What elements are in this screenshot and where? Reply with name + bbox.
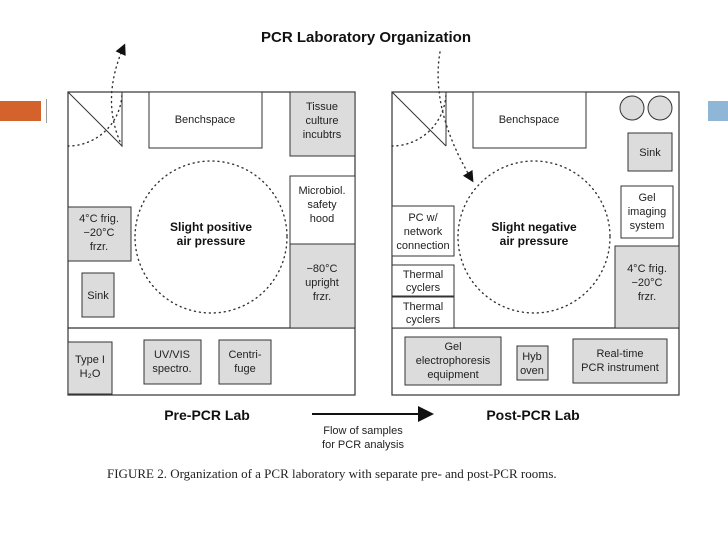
post-gelimg-l1: Gel [638, 192, 655, 204]
post-realtime-pcr [572, 338, 668, 384]
post-gelel-l3: equipment [427, 369, 478, 381]
post-gelel-l2: electrophoresis [416, 355, 491, 367]
pre-sink-label: Sink [87, 290, 109, 302]
pre-benchspace-label: Benchspace [175, 114, 236, 126]
pre-benchspace [148, 91, 263, 149]
pre-frig-l3: frzr. [90, 241, 108, 253]
pre-water-l1: Type I [75, 354, 105, 366]
post-hyb-l2: oven [520, 365, 544, 377]
pre-tissue-l3: incubtrs [303, 129, 342, 141]
post-gelimg-l3: system [630, 220, 665, 232]
pre-safety-hood [289, 175, 356, 245]
pre-sink [81, 272, 115, 318]
post-circle-2 [647, 95, 673, 121]
post-thermal-cyclers-2 [391, 296, 455, 329]
flow-label-l2: for PCR analysis [322, 439, 404, 451]
post-sink [627, 132, 673, 172]
left-accent-bar [0, 101, 41, 121]
post-hyb-l1: Hyb [522, 351, 542, 363]
post-benchspace-label: Benchspace [499, 114, 560, 126]
post-fridge-freezer [614, 245, 680, 329]
post-gelimg-l2: imaging [628, 206, 667, 218]
post-thermal1-l1: Thermal [403, 269, 443, 281]
accent-divider [46, 99, 47, 123]
pre-pressure-line1: Slight positive [170, 220, 252, 234]
post-sink-label: Sink [639, 147, 661, 159]
pre-frig-l2: −20°C [83, 227, 114, 239]
post-thermal2-l2: cyclers [406, 314, 441, 326]
post-lab-title: Post-PCR Lab [486, 407, 579, 423]
pre-upright-l1: −80°C [306, 263, 337, 275]
pre-centrifuge [218, 339, 272, 385]
pre-uvvis [143, 339, 202, 385]
pre-hood-l3: hood [310, 213, 334, 225]
post-frig-l1: 4°C frig. [627, 263, 667, 275]
post-thermal-cyclers-1 [391, 264, 455, 297]
post-gel-imaging [620, 185, 674, 239]
pre-hood-l2: safety [307, 199, 337, 211]
post-gelel-l1: Gel [444, 341, 461, 353]
pre-centrifuge-l1: Centri- [228, 349, 261, 361]
pre-hood-l1: Microbiol. [298, 185, 345, 197]
post-realtime-l1: Real-time [596, 348, 643, 360]
post-pcr-room: Slight negative air pressure Benchspace … [391, 51, 680, 396]
pre-upright-l3: frzr. [313, 291, 331, 303]
post-thermal2-l1: Thermal [403, 301, 443, 313]
pre-pcr-room: Slight positive air pressure Benchspace … [67, 43, 356, 396]
pre-lab-title: Pre-PCR Lab [164, 407, 250, 423]
post-pc-l1: PC w/ [408, 212, 438, 224]
post-door [391, 51, 474, 183]
post-entry-arrow [437, 51, 474, 183]
post-pressure-line2: air pressure [500, 234, 569, 248]
flow-label-l1: Flow of samples [323, 425, 403, 437]
pre-tissue-culture [289, 91, 356, 157]
pre-water-l2: H₂O [80, 368, 101, 380]
post-frig-l3: frzr. [638, 291, 656, 303]
figure-caption: FIGURE 2. Organization of a PCR laborato… [107, 466, 557, 481]
pre-exit-arrow [110, 43, 126, 147]
post-circle-1 [619, 95, 645, 121]
post-frig-l2: −20°C [631, 277, 662, 289]
pre-pressure-zone [134, 160, 288, 314]
pre-uvvis-l2: spectro. [152, 363, 191, 375]
post-gel-electrophoresis [404, 336, 502, 386]
pre-type1-water [67, 341, 113, 395]
pre-centrifuge-l2: fuge [234, 363, 255, 375]
post-pressure-line1: Slight negative [491, 220, 577, 234]
right-accent-bar [708, 101, 728, 121]
pre-uvvis-l1: UV/VIS [154, 349, 190, 361]
post-pc-l2: network [404, 226, 443, 238]
pre-fridge-freezer [67, 206, 132, 262]
pre-frig-l1: 4°C frig. [79, 213, 119, 225]
diagram-title: PCR Laboratory Organization [261, 29, 471, 46]
pre-pressure-line2: air pressure [177, 234, 246, 248]
post-thermal1-l2: cyclers [406, 282, 441, 294]
post-pressure-zone [457, 160, 611, 314]
pre-tissue-l1: Tissue [306, 101, 338, 113]
pre-upright-freezer [289, 243, 356, 329]
post-benchspace [472, 91, 587, 149]
pre-door [67, 43, 126, 147]
post-realtime-l2: PCR instrument [581, 362, 659, 374]
post-pc-l3: connection [396, 240, 449, 252]
post-pc-network [391, 205, 455, 257]
pre-tissue-l2: culture [305, 115, 338, 127]
post-hyb-oven [516, 345, 549, 381]
pre-upright-l2: upright [305, 277, 339, 289]
